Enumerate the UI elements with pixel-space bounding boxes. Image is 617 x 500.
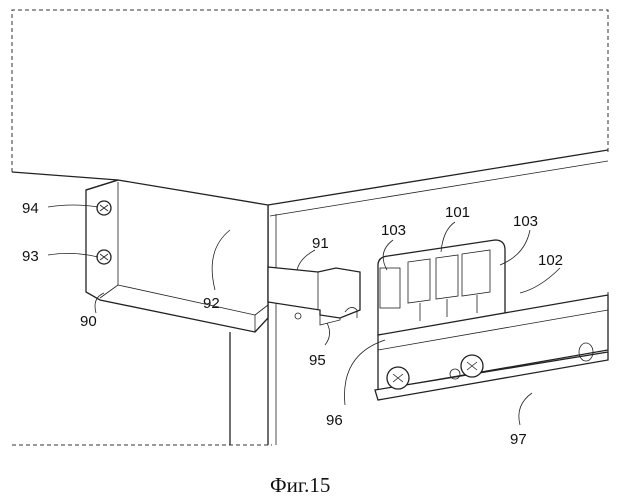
label-103-right: 103 [513,213,538,230]
label-92: 92 [203,295,220,312]
label-97: 97 [510,431,527,448]
label-101: 101 [445,204,470,221]
label-91: 91 [312,235,329,252]
bracket-91 [268,267,360,325]
figure-caption: Фиг.15 [270,473,330,497]
label-102: 102 [538,252,563,269]
label-93: 93 [22,248,39,265]
label-90: 90 [80,313,97,330]
label-96: 96 [326,412,343,429]
label-103-left: 103 [381,222,406,239]
label-95: 95 [309,352,326,369]
label-94: 94 [22,200,39,217]
front-block-92 [86,180,268,332]
